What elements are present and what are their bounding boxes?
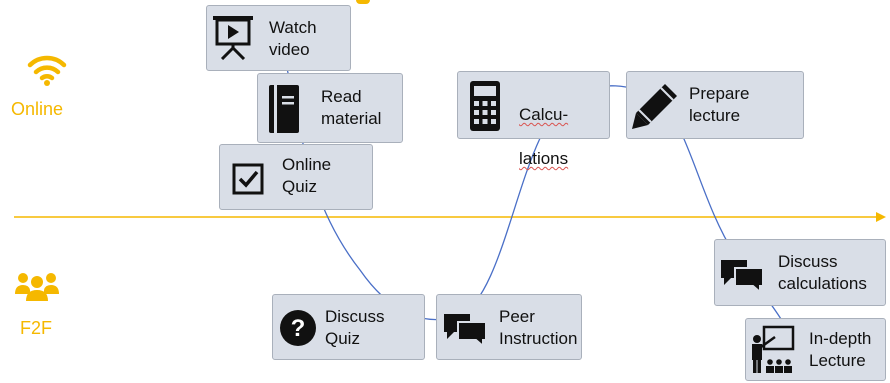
group-icon [13,270,61,302]
read-material-label: Read material [321,87,382,128]
chat-bubbles-icon [442,310,488,346]
prepare-lecture-card: Prepare lecture [626,71,804,139]
peer-instruction-label: Peer Instruction [499,307,578,348]
calculations-card: Calcu- lations [457,71,610,168]
video-presentation-icon [211,14,255,60]
book-icon [268,84,300,134]
top-fragment [356,0,370,4]
discuss-calculations-label: Discuss calculations [778,252,867,293]
f2f-zone-label: F2F [20,318,53,338]
divider-arrowhead [876,212,886,222]
calculator-icon [469,80,501,132]
in-depth-lecture-card: In-depth Lecture [745,318,886,381]
chat-bubbles-icon [719,256,765,292]
calculations-label-line2: lations [519,149,569,168]
prepare-lecture-label: Prepare lecture [689,84,750,125]
wifi-icon [27,53,67,87]
teacher-icon [749,325,795,375]
watch-video-label: Watch video [269,18,317,59]
calculations-label: Calcu- lations [519,82,568,170]
pencil-icon [630,81,680,131]
online-quiz-label: Online Quiz [282,155,332,196]
discuss-quiz-card: ? Discuss Quiz [272,294,425,360]
read-material-card: Read material [257,73,403,143]
online-quiz-card: Online Quiz [219,144,373,210]
in-depth-lecture-label: In-depth Lecture [809,329,872,370]
discuss-calculations-card: Discuss calculations [714,239,886,306]
svg-text:?: ? [291,315,306,342]
peer-instruction-card: Peer Instruction [436,294,582,360]
calculations-label-line1: Calcu- [519,105,569,124]
online-zone-label: Online [11,99,64,119]
question-icon: ? [279,309,317,347]
watch-video-card: Watch video [206,5,351,71]
discuss-quiz-label: Discuss Quiz [325,307,385,348]
checkbox-icon [232,163,264,195]
